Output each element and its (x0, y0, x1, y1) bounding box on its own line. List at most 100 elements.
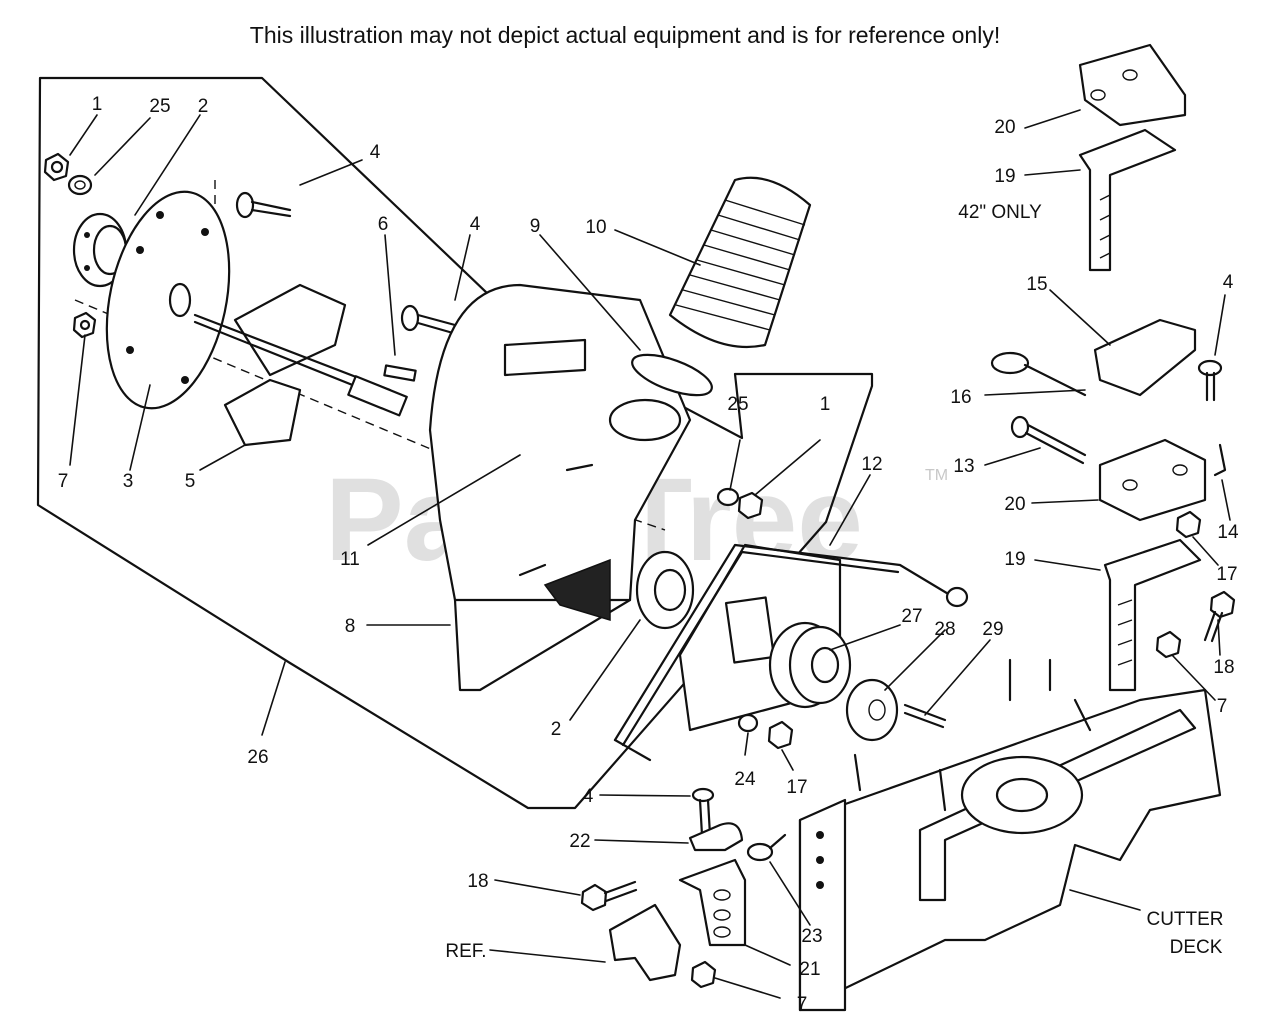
callout-1: 1 (92, 94, 103, 115)
plate-cutout (724, 596, 776, 664)
clip-tail (768, 833, 787, 850)
callout-3: 3 (123, 471, 134, 492)
hex-bolt-18-left (580, 883, 608, 912)
disclaimer-text: This illustration may not depict actual … (250, 22, 1000, 48)
carriage-bolt-bottom (691, 787, 715, 803)
nut-7-bottom (690, 960, 717, 989)
callout-24: 24 (734, 769, 756, 790)
callout-1: 1 (820, 394, 831, 415)
deck-tabs (1008, 658, 1092, 732)
callout-7: 7 (1217, 696, 1228, 717)
callout-11: 11 (340, 549, 360, 570)
height-bracket-mid-slots (1117, 599, 1133, 666)
callout-7: 7 (58, 471, 69, 492)
chute-neck (608, 398, 682, 442)
pulley-bolt (903, 703, 947, 729)
blower-housing (428, 283, 692, 692)
carriage-bolt-middle (400, 304, 457, 335)
clamp-ring (631, 353, 713, 397)
ref-label: REF. (445, 941, 486, 962)
height-bracket-top (1078, 128, 1177, 272)
callout-25: 25 (149, 96, 170, 117)
callout-15: 15 (1026, 274, 1047, 295)
callout-10: 10 (585, 217, 606, 238)
callout-13: 13 (953, 456, 974, 477)
callout-18: 18 (1213, 657, 1234, 678)
callout-4: 4 (1223, 272, 1234, 293)
carriage-bolt-top (235, 191, 292, 219)
callout-20: 20 (994, 117, 1015, 138)
callout-19: 19 (994, 166, 1015, 187)
callout-20: 20 (1004, 494, 1025, 515)
hex-bolt-18-right-shank (1203, 610, 1224, 643)
hex-bolt-13 (1010, 415, 1030, 439)
flex-hose (668, 176, 812, 349)
callout-5: 5 (185, 471, 196, 492)
impeller (193, 283, 408, 447)
callout-19: 19 (1004, 549, 1025, 570)
callout-2: 2 (198, 96, 209, 117)
hex-bolt-13-shank (1024, 423, 1087, 465)
end-plate (105, 190, 231, 410)
deck-side-plate (798, 798, 847, 1012)
clip (746, 842, 774, 862)
pulley (768, 621, 852, 709)
control-rod (613, 543, 952, 742)
deck-rail (918, 708, 1197, 902)
carriage-bolt-right-shank (1205, 371, 1216, 402)
cutter-deck-label-line2: DECK (1170, 937, 1223, 958)
callout-4: 4 (370, 142, 381, 163)
ref-bracket (608, 903, 682, 982)
carriage-bolt-right (1197, 359, 1223, 377)
callout-29: 29 (982, 619, 1003, 640)
callout-26: 26 (247, 747, 268, 768)
callout-2: 2 (551, 719, 562, 740)
callout-14: 14 (1217, 522, 1239, 543)
deck-posts (853, 753, 947, 812)
callout-23: 23 (801, 926, 822, 947)
callout-12: 12 (861, 454, 882, 475)
callout-25: 25 (727, 394, 748, 415)
hex-bolt-18-left-shank (603, 880, 638, 903)
decal (503, 338, 587, 377)
hex-bolt-18-right (1209, 590, 1236, 619)
washer-right (716, 487, 740, 507)
ring-pin-head (990, 351, 1030, 375)
callout-6: 6 (378, 214, 389, 235)
nut-and-washer-top-left (43, 152, 93, 196)
discharge-assembly (36, 76, 874, 810)
clamp (688, 822, 744, 852)
nut-left (72, 311, 97, 339)
nut-17-right (1175, 510, 1202, 539)
hairpin-clip (1213, 443, 1227, 477)
callout-22: 22 (569, 831, 590, 852)
pivot-bracket-top (1078, 43, 1187, 127)
watermark-trademark: TM (925, 467, 948, 484)
callout-28: 28 (934, 619, 955, 640)
callout-labels: 1 25 2 4 6 4 9 10 7 3 5 11 8 26 25 1 12 … (58, 94, 1239, 1015)
callout-4: 4 (470, 214, 481, 235)
angle-bracket-21 (678, 858, 747, 947)
callout-17: 17 (1216, 564, 1237, 585)
callout-7: 7 (797, 994, 808, 1015)
callout-9: 9 (530, 216, 541, 237)
height-bracket-top-slots (1099, 194, 1111, 259)
washer-24 (737, 713, 759, 733)
shear-pin (383, 364, 417, 382)
cutter-deck-label-line1: CUTTER (1146, 909, 1223, 930)
callout-4: 4 (583, 786, 594, 807)
nut-17 (767, 720, 794, 750)
pulley-bracket-assembly (580, 543, 969, 989)
nut-right (737, 491, 764, 520)
callout-21: 21 (799, 959, 820, 980)
latch-bracket (1093, 318, 1197, 397)
callout-27: 27 (901, 606, 922, 627)
flange-bearing-right (635, 550, 695, 630)
callout-16: 16 (950, 387, 971, 408)
leader-lines (69, 109, 1231, 999)
control-rod-edge (621, 550, 900, 747)
right-brackets (990, 43, 1236, 692)
callout-8: 8 (345, 616, 356, 637)
callout-18: 18 (467, 871, 488, 892)
